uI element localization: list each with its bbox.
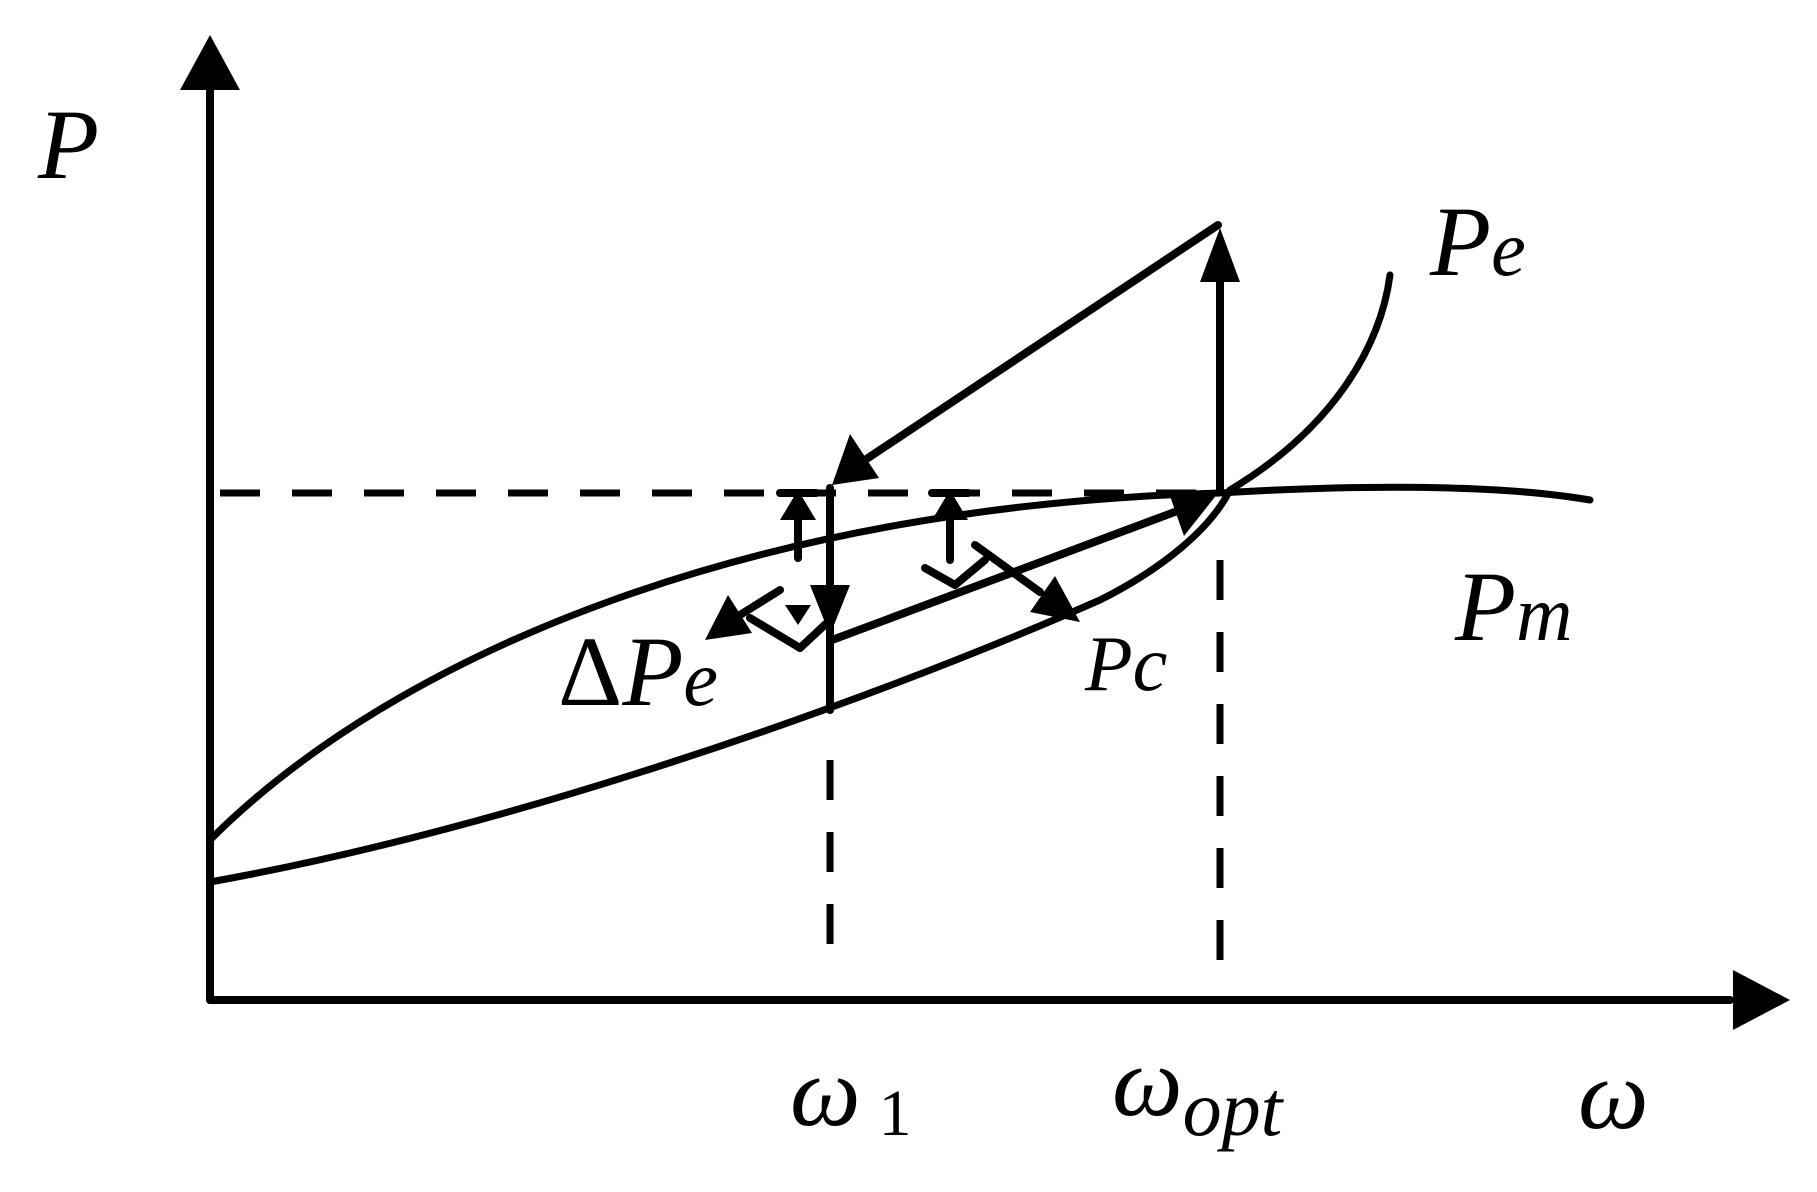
pc-diagonal-up bbox=[951, 556, 989, 589]
pm-curve bbox=[206, 483, 1594, 844]
construction bbox=[705, 221, 1240, 714]
pc-step-arrowhead bbox=[932, 490, 968, 520]
y-axis-label: P bbox=[37, 89, 99, 200]
pe-curve bbox=[206, 271, 1394, 886]
delta-pe-arrow-line bbox=[736, 586, 784, 619]
diagonal-return-line bbox=[861, 221, 1222, 464]
vertical-rise-arrowhead bbox=[1200, 228, 1240, 282]
x-axis-label: ω bbox=[1578, 1039, 1649, 1150]
delta-pe-label: ΔPe bbox=[558, 616, 718, 727]
omega1-drop-arrowhead bbox=[810, 585, 850, 635]
omega1-rise-line bbox=[828, 506, 1184, 644]
reference-lines bbox=[220, 489, 1224, 990]
pc-diagonal-down bbox=[921, 564, 959, 589]
diagonal-return-arrowhead bbox=[832, 434, 879, 485]
omega1-rise-arrowhead bbox=[1170, 493, 1218, 536]
curves bbox=[206, 271, 1594, 886]
axes bbox=[180, 35, 1790, 1030]
delta-pe-arrowhead bbox=[705, 595, 752, 640]
omegaopt-label: ωopt bbox=[1112, 1026, 1285, 1152]
delta-step-left-arrowhead bbox=[780, 490, 816, 520]
pc-label: Pc bbox=[1084, 620, 1167, 707]
pc-arrow-line bbox=[971, 541, 1044, 596]
delta-small-down-arrowhead bbox=[785, 605, 811, 625]
x-axis-arrowhead bbox=[1733, 970, 1790, 1030]
pc-arrowhead bbox=[1030, 576, 1080, 622]
y-axis-arrowhead bbox=[180, 35, 240, 90]
pe-label: Pe bbox=[1429, 186, 1526, 297]
delta-diagonal-down bbox=[746, 614, 804, 652]
delta-diagonal-up bbox=[796, 616, 834, 652]
pm-label: Pm bbox=[1454, 551, 1572, 662]
